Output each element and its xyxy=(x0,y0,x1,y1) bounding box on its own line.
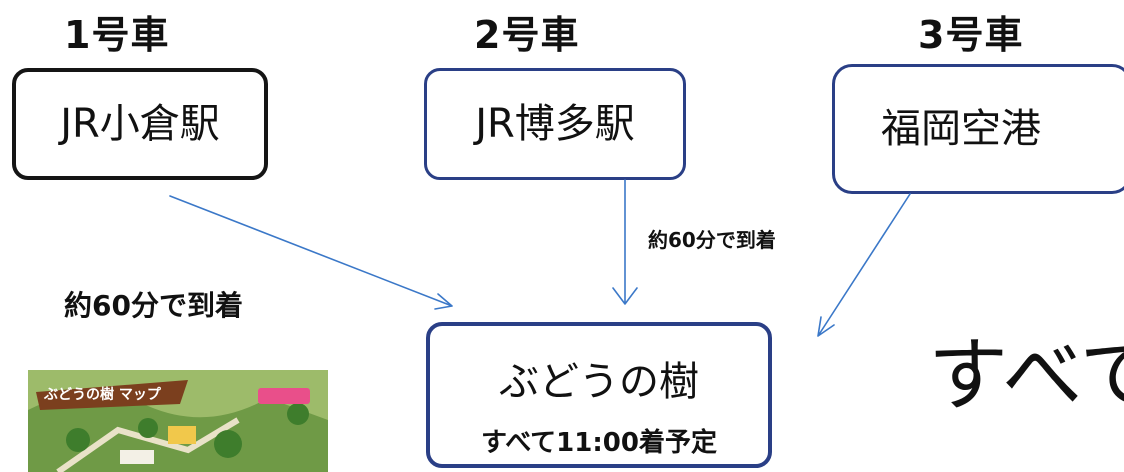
station-name: JR博多駅 xyxy=(475,101,635,147)
arrow-airport-to-destination xyxy=(817,193,911,337)
car-3-label: 3号車 xyxy=(918,13,1024,57)
all-arrival-heading: すべて xyxy=(928,329,1124,422)
station-box-kokura: JR小倉駅 xyxy=(12,68,268,180)
arrow-kokura-to-destination xyxy=(169,195,453,310)
station-box-fukuoka-airport: 福岡空港 xyxy=(832,64,1124,194)
destination-name: ぶどうの樹 xyxy=(499,359,699,405)
car-2-label: 2号車 xyxy=(474,13,580,57)
station-name: JR小倉駅 xyxy=(60,101,220,147)
map-title: ぶどうの樹 マップ xyxy=(44,387,161,403)
travel-time-note-left: 約60分で到着 xyxy=(64,289,243,322)
station-box-hakata: JR博多駅 xyxy=(424,68,686,180)
map-illustration xyxy=(28,370,328,472)
arrival-time: すべて11:00着予定 xyxy=(481,428,717,458)
car-1-label: 1号車 xyxy=(64,13,170,57)
map-thumbnail: ぶどうの樹 マップ xyxy=(28,370,328,472)
arrow-hakata-to-destination xyxy=(612,179,638,305)
destination-box: ぶどうの樹 すべて11:00着予定 xyxy=(426,322,772,468)
travel-time-note-middle: 約60分で到着 xyxy=(648,228,776,252)
station-name: 福岡空港 xyxy=(881,106,1041,152)
